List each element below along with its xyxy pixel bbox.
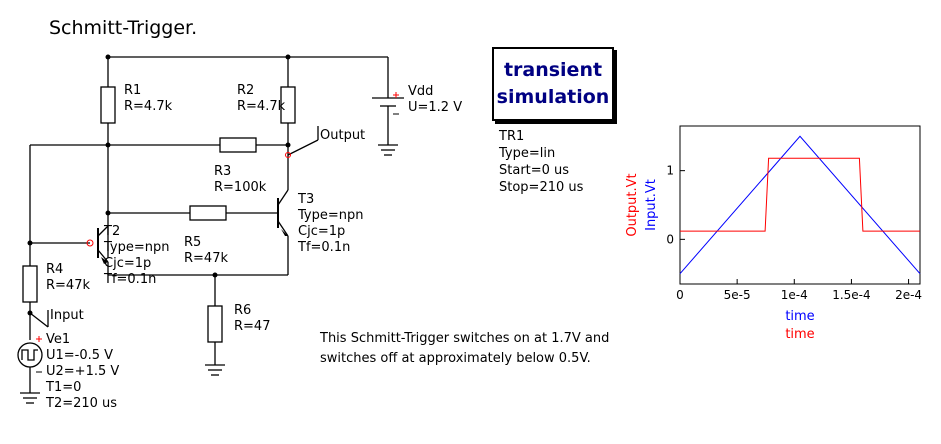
r3-symbol xyxy=(219,137,257,153)
r4-symbol xyxy=(22,265,38,303)
r6-symbol xyxy=(207,305,223,343)
description-note: This Schmitt-Trigger switches on at 1.7V… xyxy=(320,331,610,366)
output-node-label: Output xyxy=(320,128,366,143)
transient-simulation-box[interactable]: transient simulation xyxy=(492,47,614,121)
simulation-params: TR1 Type=lin Start=0 us Stop=210 us xyxy=(499,129,584,195)
t3-arrow xyxy=(281,229,288,236)
sim-box-line2: simulation xyxy=(496,86,610,108)
input-node-label: Input xyxy=(50,308,84,323)
page-title: Schmitt-Trigger. xyxy=(49,17,198,39)
r1-symbol xyxy=(100,86,116,124)
sim-box-line1: transient xyxy=(503,59,603,81)
t2-arrow xyxy=(101,257,108,264)
r5-symbol xyxy=(189,205,227,221)
